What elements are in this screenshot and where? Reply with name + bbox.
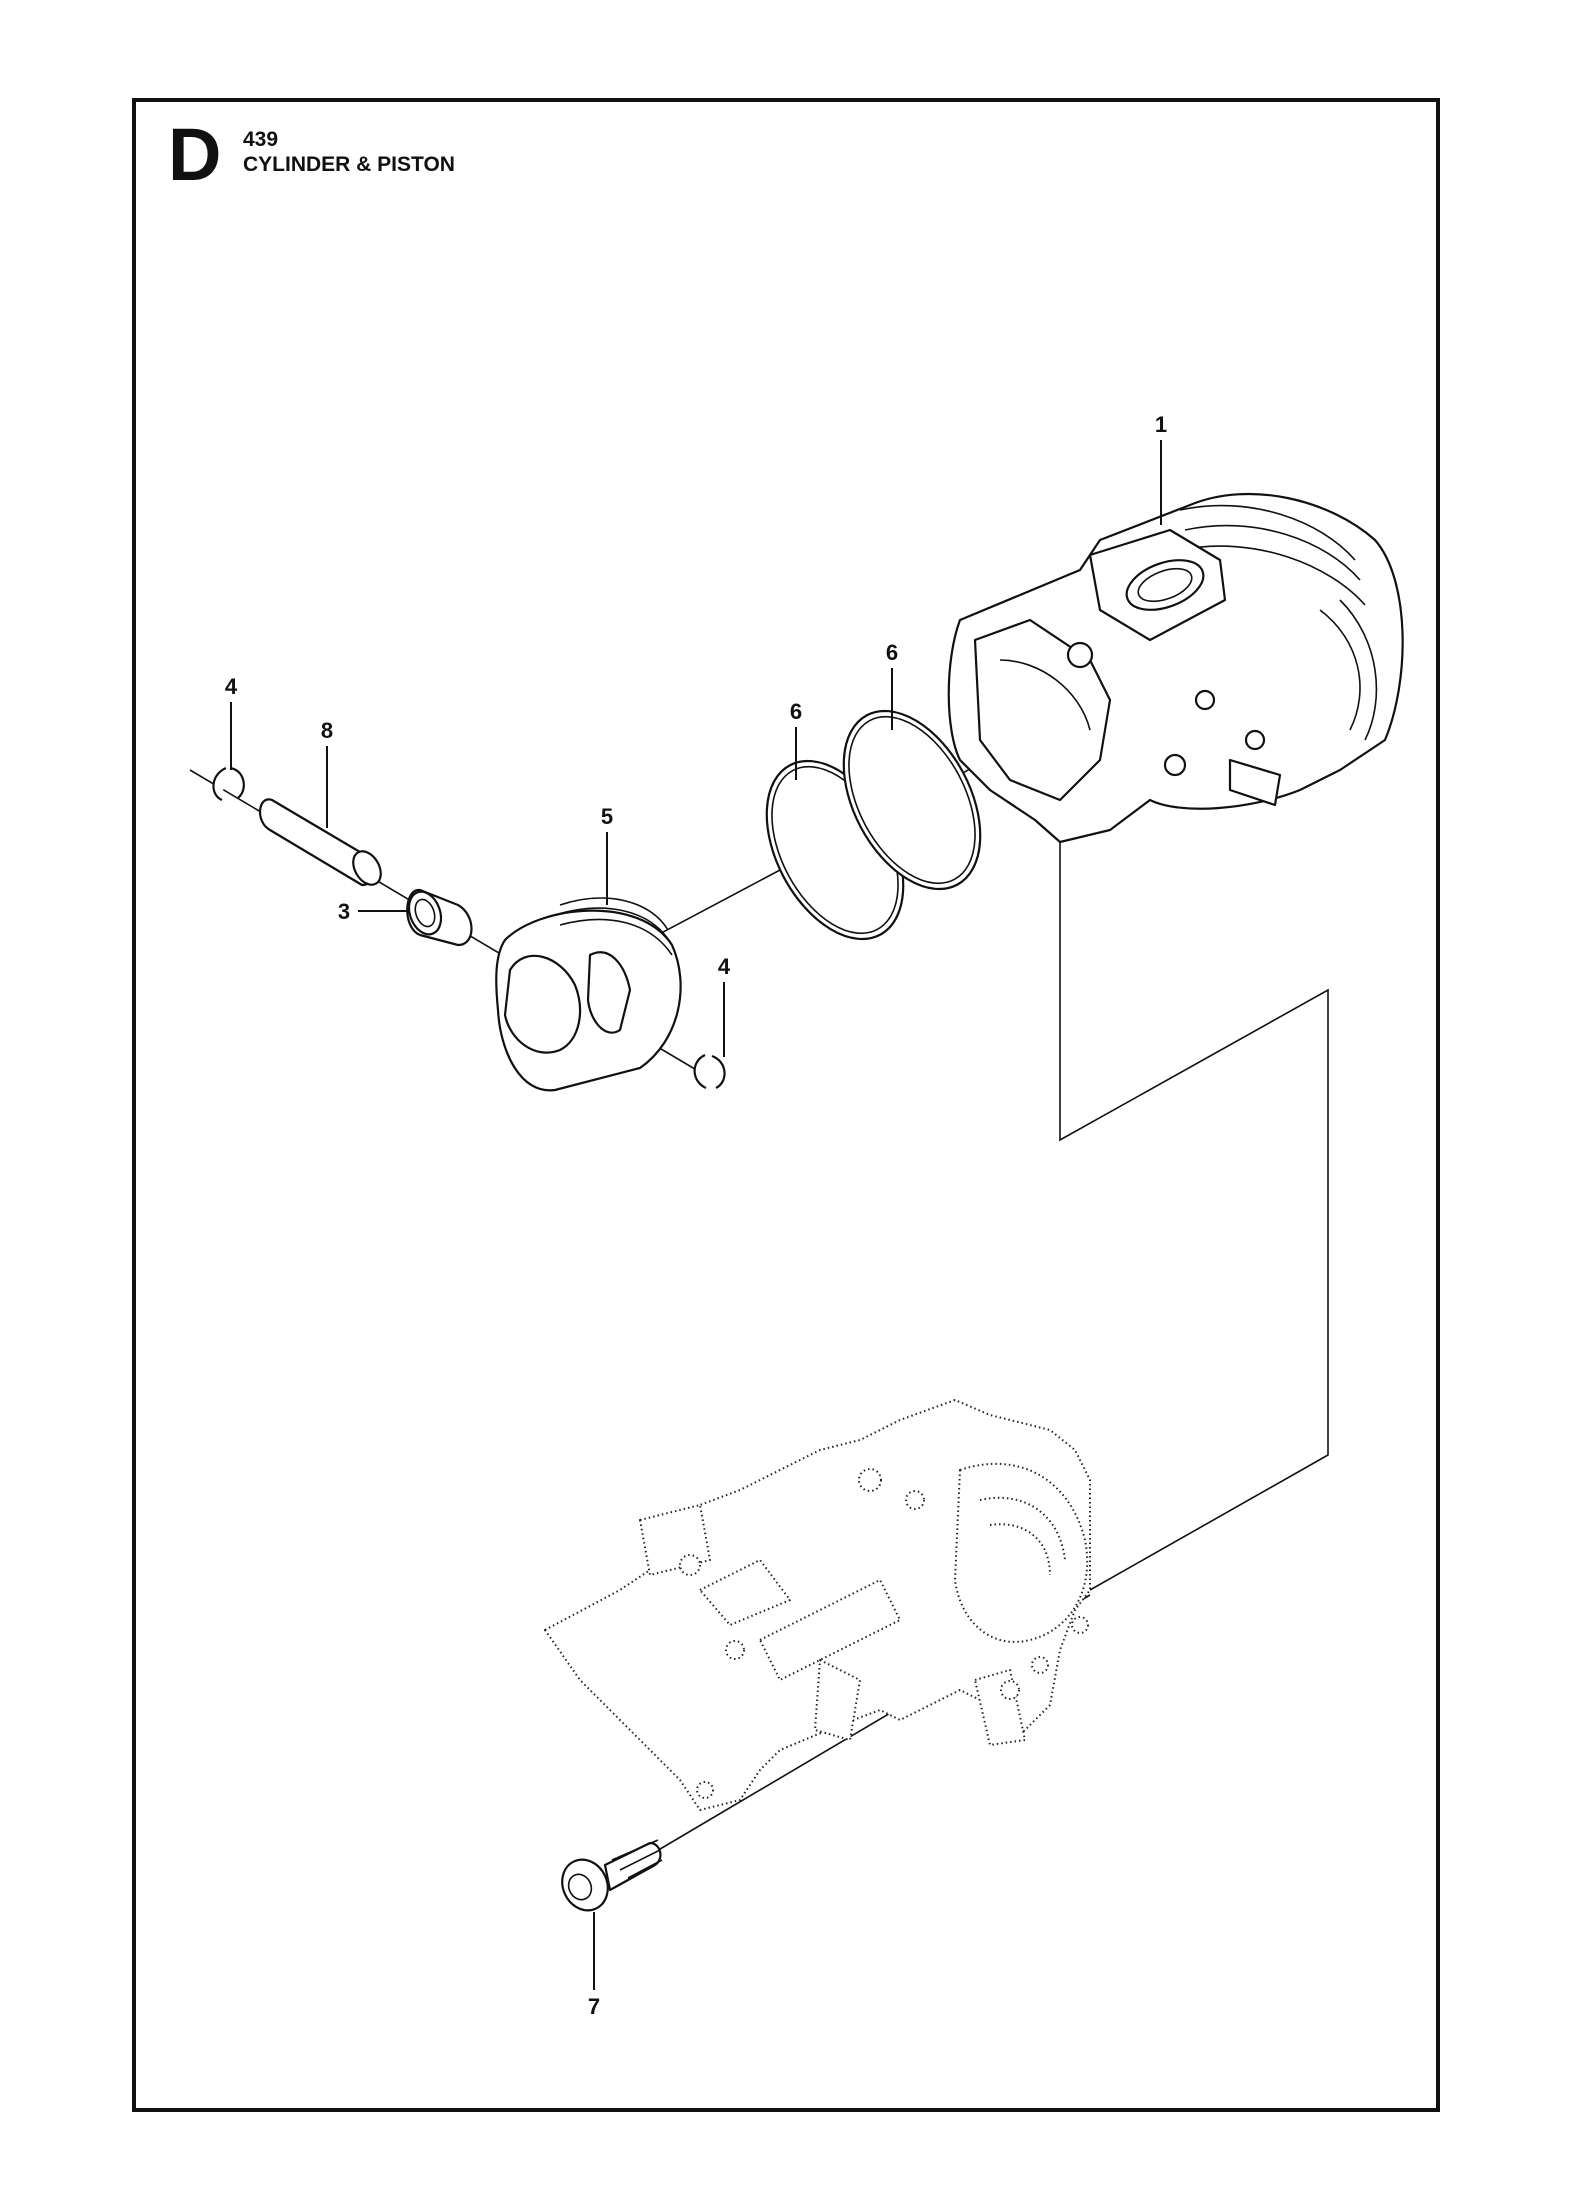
page-frame (132, 98, 1440, 2112)
section-letter: D (168, 113, 222, 196)
piston-ring-rear (842, 668, 982, 891)
section-title: CYLINDER & PISTON (243, 153, 455, 176)
callout-4-left: 4 (225, 674, 238, 699)
cylinder-crankcase-link-line (1059, 842, 1329, 1591)
needle-bearing (358, 888, 473, 947)
circlip-left (212, 702, 245, 802)
crankcase-reference (544, 1399, 1091, 1811)
callout-5: 5 (601, 804, 613, 829)
callout-1: 1 (1155, 412, 1167, 437)
callout-4-right: 4 (718, 954, 731, 979)
callout-8: 8 (321, 718, 333, 743)
circlip-right (693, 982, 726, 1090)
callout-6-rear: 6 (886, 640, 898, 665)
model-number: 439 (243, 128, 279, 151)
piston (495, 832, 682, 1092)
piston-pin (259, 746, 382, 887)
callout-6-front: 6 (790, 699, 802, 724)
screw (561, 1839, 663, 1990)
cylinder (947, 440, 1404, 844)
callout-3: 3 (338, 899, 350, 924)
callout-7: 7 (588, 1994, 600, 2019)
